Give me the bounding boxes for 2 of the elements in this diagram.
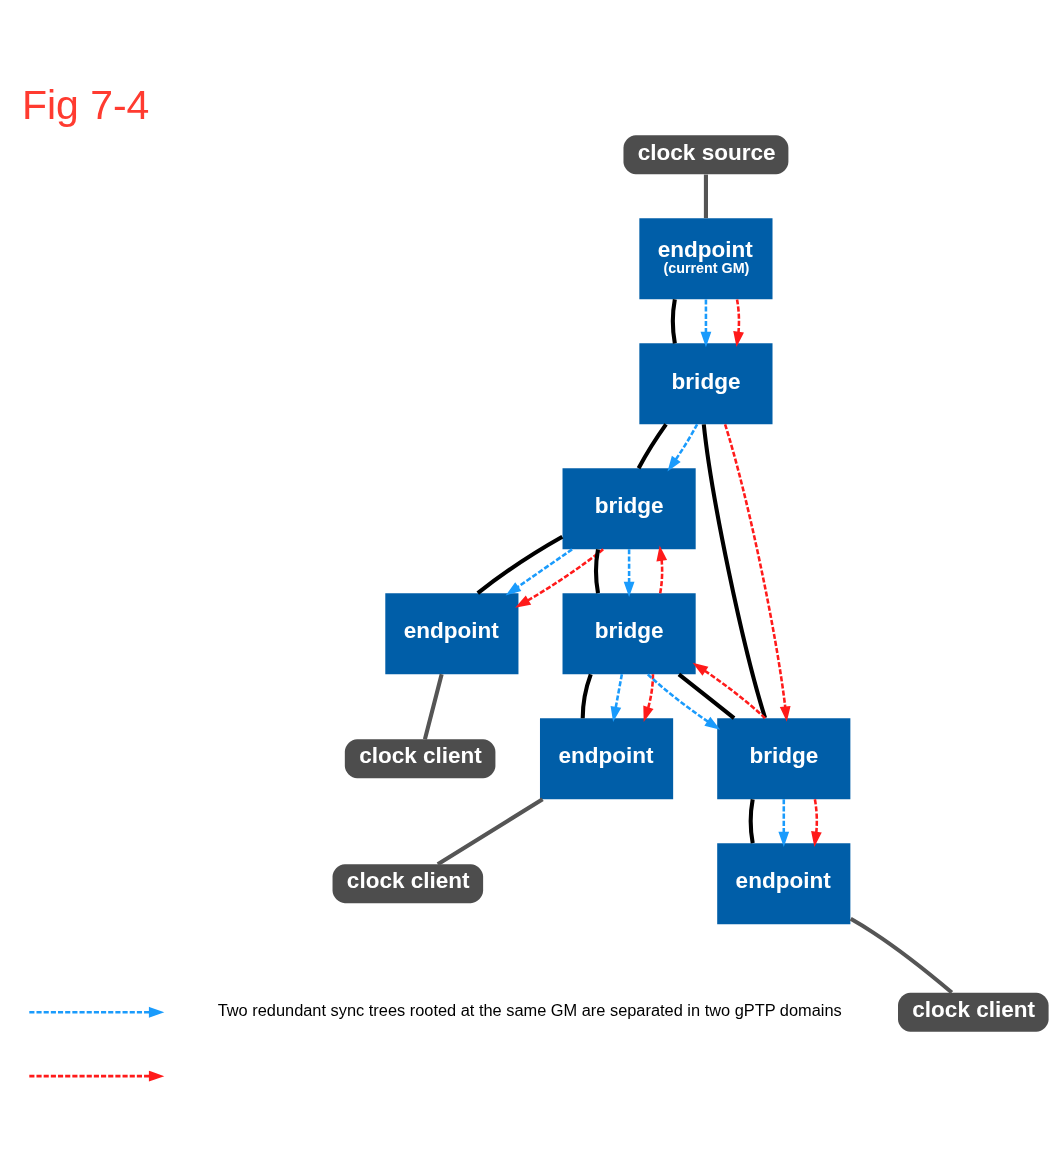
legend-label: Two redundant sync trees rooted at the same GM are separated in two gPTP domains <box>217 1001 842 1020</box>
diagram-title: Fig 7-4 <box>21 81 150 128</box>
